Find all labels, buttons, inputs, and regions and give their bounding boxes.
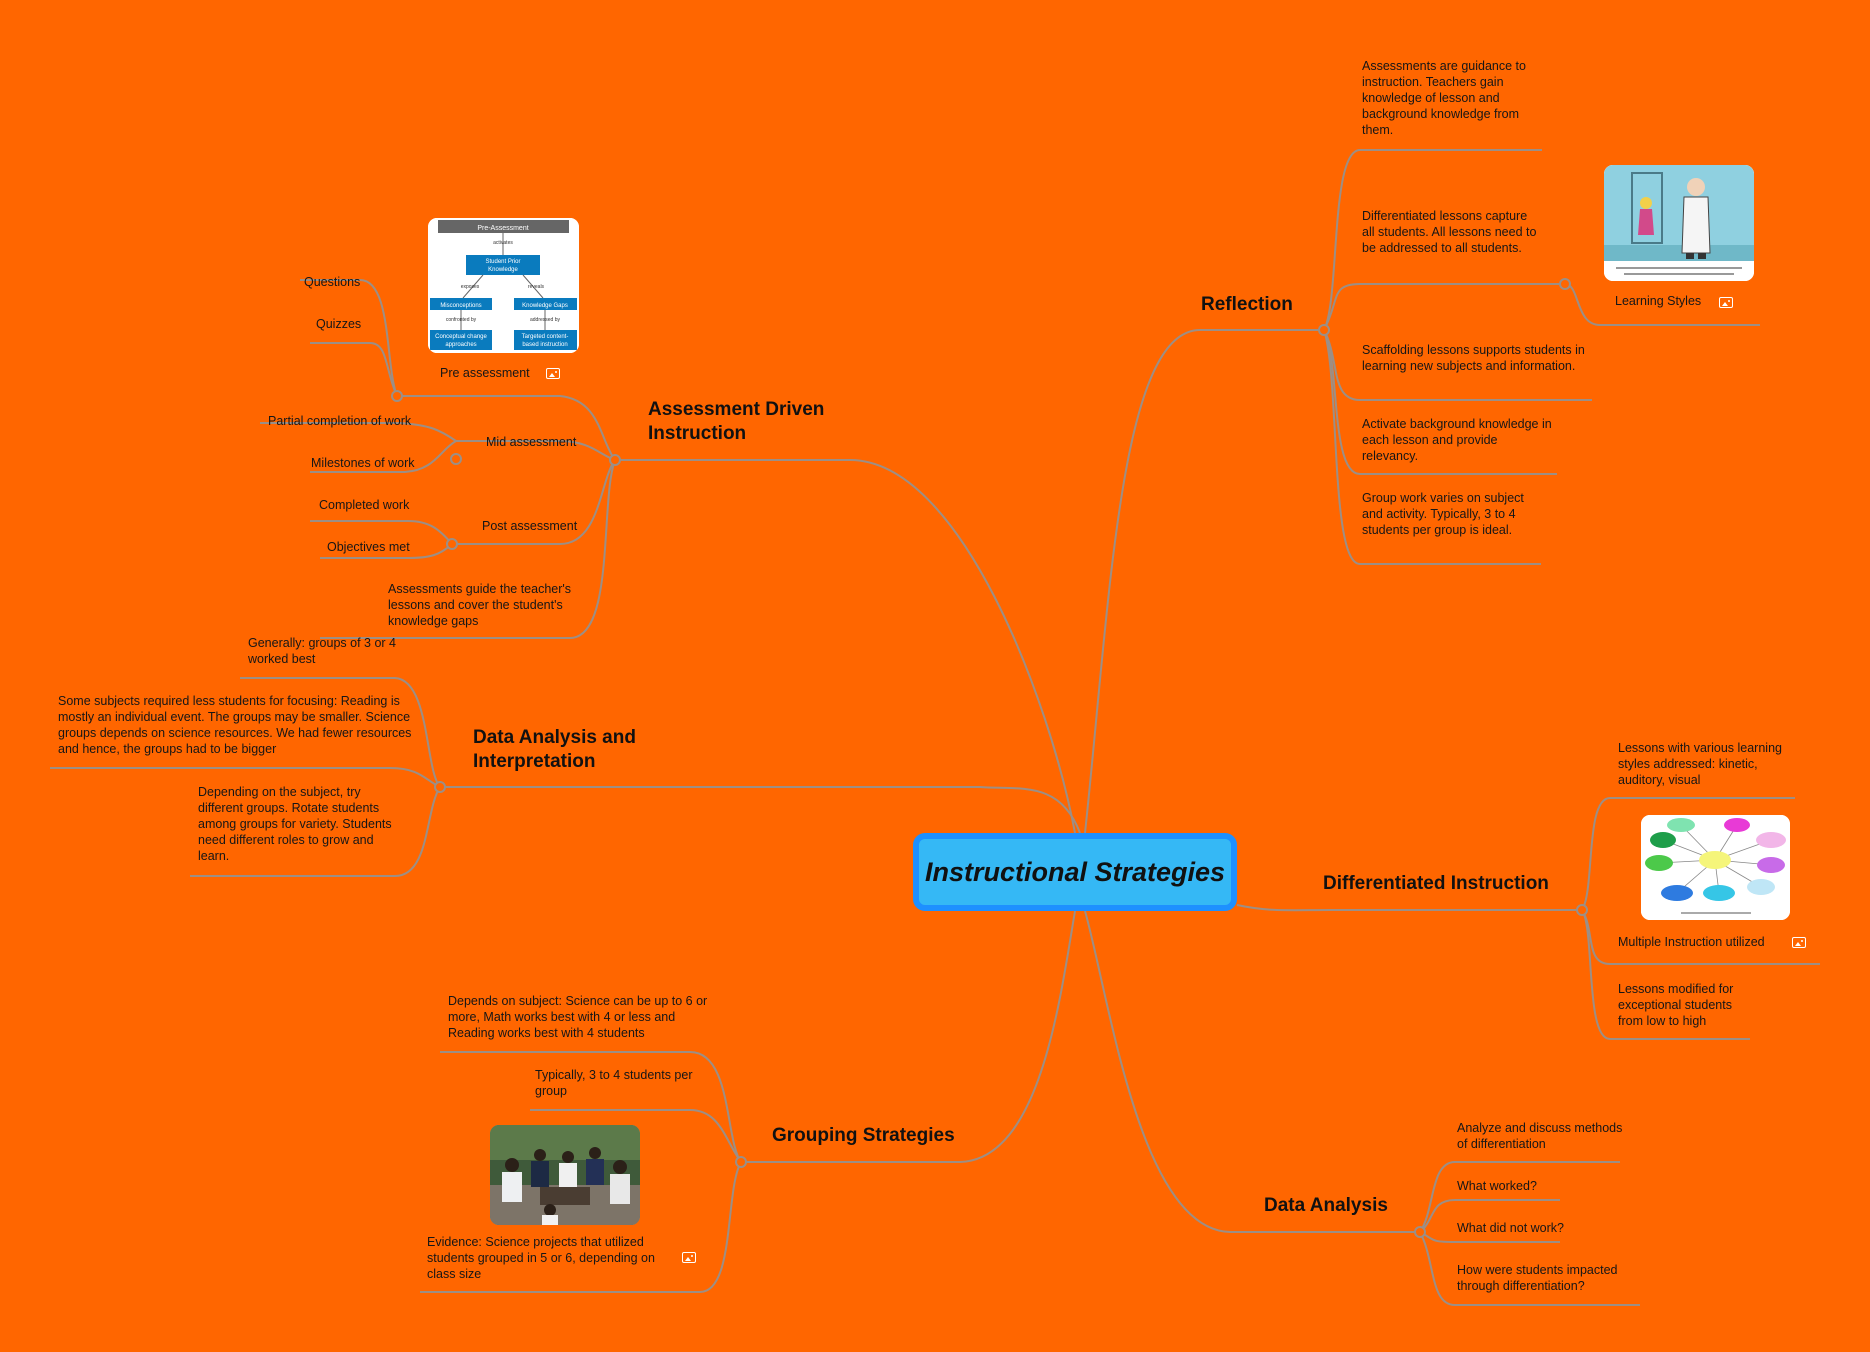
post-assessment-node[interactable]: Post assessment [482, 519, 578, 533]
grouping-branch[interactable]: Grouping Strategies [772, 1125, 955, 1146]
cartoon-graphic [1604, 165, 1754, 281]
data-analysis-item-4[interactable]: How were students impacted through diffe… [1457, 1263, 1618, 1293]
various-styles-node[interactable]: Lessons with various learning styles add… [1618, 741, 1782, 787]
learning-styles-label[interactable]: Learning Styles [1615, 294, 1702, 308]
reflection-item-5[interactable]: Group work varies on subject and activit… [1362, 491, 1524, 537]
data-analysis-branch[interactable]: Data Analysis [1264, 1195, 1388, 1216]
svg-text:Pre-Assessment: Pre-Assessment [477, 225, 528, 232]
quizzes-node[interactable]: Quizzes [316, 317, 362, 331]
multiple-instruction-node[interactable]: Multiple Instruction utilized [1618, 935, 1765, 949]
evidence-node[interactable]: Evidence: Science projects that utilized… [427, 1235, 655, 1281]
reflection-item-3[interactable]: Scaffolding lessons supports students in… [1362, 343, 1585, 373]
data-analysis-item-3[interactable]: What did not work? [1457, 1221, 1564, 1235]
assessment-branch[interactable]: Assessment Driven Instruction [648, 399, 825, 444]
svg-text:based instruction: based instruction [522, 342, 567, 348]
svg-text:Targeted content-: Targeted content- [522, 334, 569, 340]
reflection-item-4[interactable]: Activate background knowledge in each le… [1362, 417, 1552, 463]
completed-work-node[interactable]: Completed work [319, 498, 410, 512]
image-icon[interactable] [1792, 937, 1806, 948]
pre-assessment-label[interactable]: Pre assessment [440, 366, 530, 380]
svg-text:Conceptual change: Conceptual change [435, 334, 487, 340]
central-topic[interactable]: Instructional Strategies [913, 833, 1237, 911]
differentiated-branch[interactable]: Differentiated Instruction [1323, 873, 1549, 894]
pre-assessment-diagram-image[interactable]: Pre-Assessment activates Student Prior K… [428, 218, 579, 353]
svg-text:reveals: reveals [528, 284, 545, 290]
reflection-item-2[interactable]: Differentiated lessons capture all stude… [1362, 209, 1537, 255]
svg-text:exposes: exposes [461, 284, 480, 290]
objectives-met-node[interactable]: Objectives met [327, 540, 410, 554]
svg-text:addressed by: addressed by [530, 317, 561, 323]
learning-styles-image[interactable] [1604, 165, 1754, 281]
milestones-node[interactable]: Milestones of work [311, 456, 415, 470]
mid-assessment-node[interactable]: Mid assessment [486, 435, 577, 449]
image-icon[interactable] [1719, 297, 1733, 308]
data-analysis-item-2[interactable]: What worked? [1457, 1179, 1537, 1193]
image-icon[interactable] [682, 1252, 696, 1263]
svg-text:Knowledge: Knowledge [488, 267, 518, 273]
reflection-item-1[interactable]: Assessments are guidance to instruction.… [1362, 59, 1526, 137]
depends-on-subject-node[interactable]: Depends on subject: Science can be up to… [448, 994, 708, 1040]
partial-completion-node[interactable]: Partial completion of work [268, 414, 412, 428]
reflection-branch[interactable]: Reflection [1201, 294, 1293, 315]
typically-node[interactable]: Typically, 3 to 4 students per group [535, 1068, 693, 1098]
multiple-intelligences-image[interactable] [1641, 815, 1790, 920]
students-photo-graphic [490, 1125, 640, 1225]
svg-text:confronted by: confronted by [446, 317, 477, 323]
image-icon[interactable] [546, 368, 560, 379]
svg-text:Misconceptions: Misconceptions [440, 303, 481, 309]
svg-text:Student Prior: Student Prior [485, 259, 520, 265]
depending-node[interactable]: Depending on the subject, try different … [198, 785, 392, 863]
bubble-diagram-graphic [1641, 815, 1790, 920]
assessment-guide-node[interactable]: Assessments guide the teacher's lessons … [388, 582, 572, 628]
concept-map-graphic: Pre-Assessment activates Student Prior K… [428, 218, 579, 353]
group-photo-image[interactable] [490, 1125, 640, 1225]
lessons-modified-node[interactable]: Lessons modified for exceptional student… [1618, 982, 1734, 1028]
svg-text:approaches: approaches [445, 342, 476, 348]
questions-node[interactable]: Questions [304, 275, 361, 289]
generally-node[interactable]: Generally: groups of 3 or 4 worked best [248, 636, 396, 666]
svg-text:Knowledge Gaps: Knowledge Gaps [522, 303, 568, 309]
central-topic-label: Instructional Strategies [924, 856, 1226, 887]
data-analysis-item-1[interactable]: Analyze and discuss methods of different… [1457, 1121, 1623, 1151]
data-interpretation-branch[interactable]: Data Analysis and Interpretation [473, 727, 636, 772]
some-subjects-node[interactable]: Some subjects required less students for… [58, 694, 412, 756]
svg-text:activates: activates [493, 240, 513, 246]
